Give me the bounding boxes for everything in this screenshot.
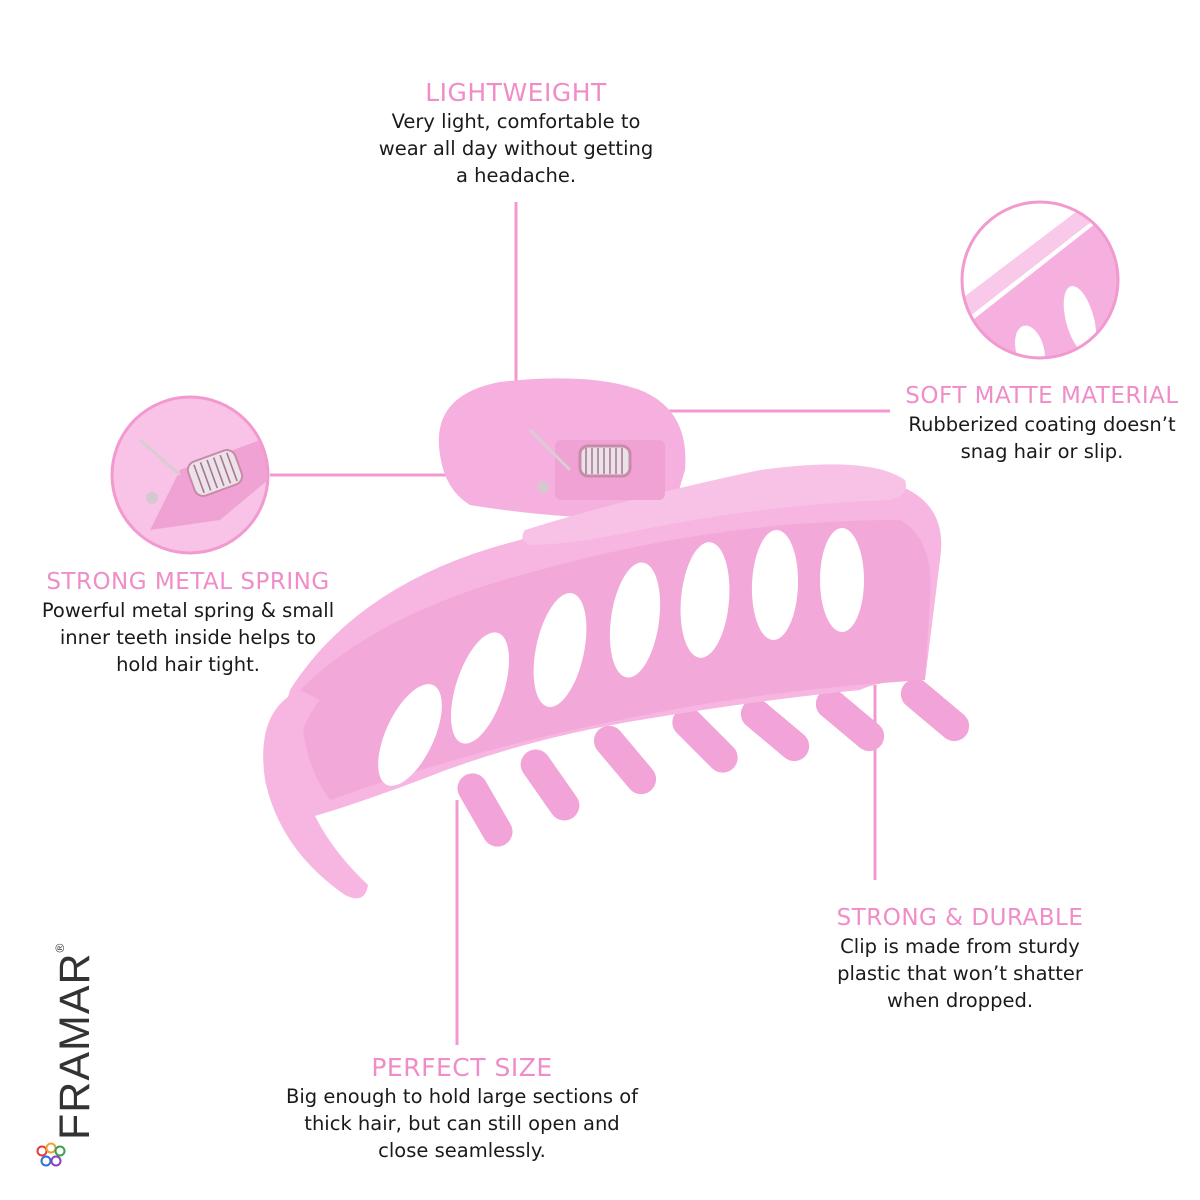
callout-title: LIGHTWEIGHT <box>425 78 607 107</box>
callout-title: PERFECT SIZE <box>371 1053 553 1082</box>
spring-mechanism <box>528 428 665 500</box>
callout-desc: Powerful metal spring & small inner teet… <box>41 599 335 676</box>
callout-desc: Rubberized coating doesn’t snag hair or … <box>908 413 1176 463</box>
callout-title: STRONG & DURABLE <box>836 905 1084 931</box>
callout-desc: Very light, comfortable to wear all day … <box>378 110 654 187</box>
callout-desc: Big enough to hold large sections of thi… <box>285 1085 638 1162</box>
callout-size: PERFECT SIZE Big enough to hold large se… <box>262 1053 662 1164</box>
leader-lines <box>270 202 890 1045</box>
framar-logo-icon <box>36 1142 66 1167</box>
callout-lightweight: LIGHTWEIGHT Very light, comfortable to w… <box>356 78 676 189</box>
callout-matte: SOFT MATTE MATERIAL Rubberized coating d… <box>888 381 1196 465</box>
brand-wordmark: FRAMAR® <box>51 942 99 1140</box>
callout-title: SOFT MATTE MATERIAL <box>905 383 1179 409</box>
claw-clip-image <box>263 378 970 899</box>
callout-spring: STRONG METAL SPRING Powerful metal sprin… <box>28 567 348 678</box>
spring-zoom-icon <box>110 395 270 555</box>
callout-durable: STRONG & DURABLE Clip is made from sturd… <box>810 903 1110 1014</box>
brand-registered-mark: ® <box>53 942 67 953</box>
callout-title: STRONG METAL SPRING <box>46 569 330 595</box>
brand-name: FRAMAR <box>51 952 99 1140</box>
matte-zoom-icon <box>960 200 1120 360</box>
callout-desc: Clip is made from sturdy plastic that wo… <box>837 935 1083 1012</box>
